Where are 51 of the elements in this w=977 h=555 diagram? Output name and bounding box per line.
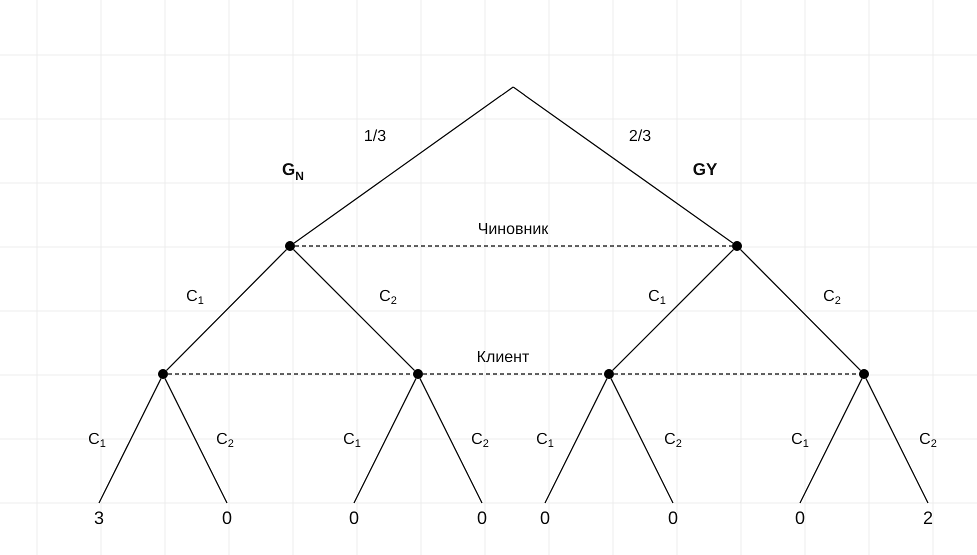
edge-label: C$_{1}$ xyxy=(186,287,204,307)
information-set-line xyxy=(423,373,604,375)
branch-line xyxy=(612,249,734,371)
payoff-value: 0 xyxy=(472,507,492,529)
edge-label: Чиновник xyxy=(478,220,548,240)
edge-label: 1/3 xyxy=(364,127,386,147)
edge-label: C$_{2}$ xyxy=(471,430,489,450)
payoff-value: 0 xyxy=(535,507,555,529)
edge-label: C$_{2}$ xyxy=(919,430,937,450)
edge-label: C$_{1}$ xyxy=(791,430,809,450)
decision-node-dot xyxy=(285,241,295,251)
root-vertex xyxy=(502,87,524,95)
edge-label: C$_{2}$ xyxy=(379,287,397,307)
decision-node-dot xyxy=(859,369,869,379)
edge-label: C$_{1}$ xyxy=(648,287,666,307)
payoff-value: 2 xyxy=(918,507,938,529)
information-set-line xyxy=(295,245,732,247)
edge-label: C$_{1}$ xyxy=(536,430,554,450)
branch-line xyxy=(419,378,483,504)
decision-node-dot xyxy=(413,369,423,379)
payoff-value: 0 xyxy=(790,507,810,529)
branch-line xyxy=(98,378,162,504)
edge-label: C$_{2}$ xyxy=(216,430,234,450)
edge-label: C$_{1}$ xyxy=(343,430,361,450)
decision-node-dot xyxy=(604,369,614,379)
payoff-value: 0 xyxy=(663,507,683,529)
branch-line xyxy=(799,378,863,504)
information-set-line xyxy=(168,373,413,375)
branch-line xyxy=(164,378,228,504)
branch-line xyxy=(544,378,608,504)
edge-label: 2/3 xyxy=(628,127,652,147)
branch-line xyxy=(740,249,861,371)
edge-label: Клиент xyxy=(476,348,530,368)
branch-line xyxy=(610,378,674,504)
information-set-line xyxy=(614,373,859,375)
edge-label: C$_{1}$ xyxy=(88,430,106,450)
decision-node-dot xyxy=(732,241,742,251)
branch-line xyxy=(865,378,929,504)
branch-line xyxy=(524,94,734,244)
payoff-value: 0 xyxy=(344,507,364,529)
payoff-value: 3 xyxy=(89,507,109,529)
node-label: G$_{N}$ xyxy=(282,160,304,180)
edge-label: C$_{2}$ xyxy=(823,287,841,307)
payoff-value: 0 xyxy=(217,507,237,529)
decision-node-dot xyxy=(158,369,168,379)
branch-line xyxy=(293,249,415,371)
branch-line xyxy=(166,249,287,371)
node-label: GY xyxy=(692,160,718,180)
branch-line xyxy=(294,94,502,244)
branch-line xyxy=(353,378,417,504)
edge-label: C$_{2}$ xyxy=(664,430,682,450)
